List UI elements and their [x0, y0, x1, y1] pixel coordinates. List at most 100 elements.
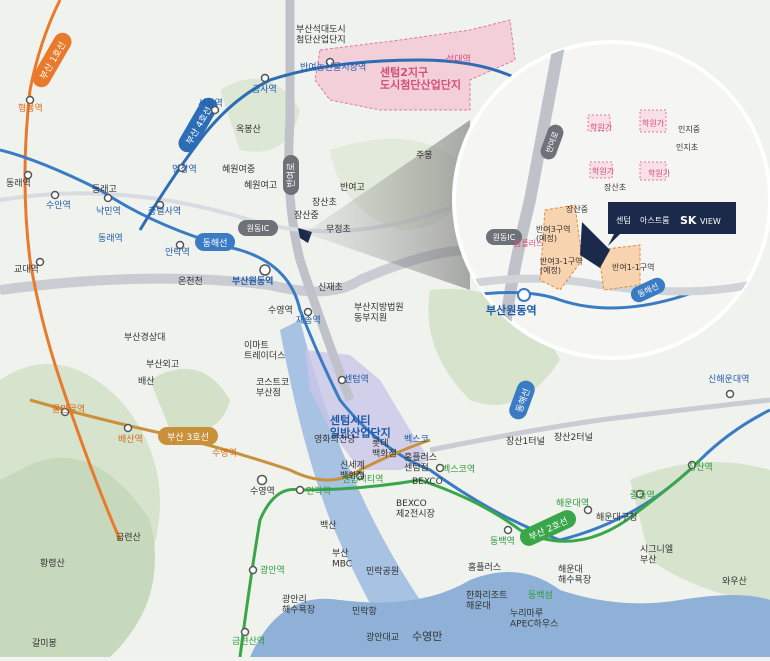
label-bexco-k: 벡스코 [404, 434, 429, 445]
inset-busan-wondong-label: 부산원동역 [486, 303, 537, 317]
inset-hakwon-label-1: 학원가 [590, 122, 613, 132]
centum-industrial-district [305, 350, 430, 470]
label-oksan: 옥봉산 [236, 124, 261, 135]
station-dot-centum-city[interactable] [355, 471, 365, 481]
station-dot-busan-wondong[interactable] [259, 264, 271, 276]
station-dot-sinhaeundae[interactable] [725, 389, 735, 399]
inset-site[interactable] [580, 222, 610, 268]
inset-hakwon-3 [589, 161, 613, 179]
label-chungryeol: 충렬사역 [148, 206, 181, 217]
inset-zone31-label: 반여3-1구역(예정) [540, 256, 583, 275]
road-jangsan [429, 397, 770, 453]
green-area-oksan [220, 78, 300, 152]
station-dot-myeongjang[interactable] [177, 163, 187, 173]
label-wausan: 와우산 [722, 575, 747, 587]
station-dot-hyeongnyeong[interactable] [25, 95, 35, 105]
green-area-geumnyeon [0, 457, 155, 657]
line3-badge[interactable]: 부산 3호선 [158, 427, 218, 445]
station-dot-suan[interactable] [50, 190, 60, 200]
donghae-badge-2[interactable]: 동해선 [507, 378, 538, 422]
label-minlak-park: 민락공원 [366, 565, 399, 577]
inset-hakwon-label-2: 학원가 [642, 118, 665, 128]
label-jungdong: 중동역 [630, 490, 655, 501]
station-dot-allak[interactable] [175, 240, 185, 250]
station-dot-dongbaek[interactable] [503, 525, 513, 535]
label-jangsanjung: 장산중 [294, 210, 319, 221]
station-dot-dongnae[interactable] [23, 170, 33, 180]
donghae-badge[interactable]: 동해선 [195, 233, 235, 251]
inset-jangsan-el: 장산초 [604, 182, 626, 192]
label-centum-city: 센텀시티역 [342, 473, 383, 485]
label-hyewon-yeogo: 혜원여고 [244, 179, 277, 191]
station-dot-nakmin[interactable] [103, 193, 113, 203]
label-geumnyeonsan: 금련산역 [232, 636, 265, 647]
station-dot-gwangan[interactable] [248, 565, 258, 575]
inset-hakwon-4 [639, 161, 667, 181]
label-allak: 안락역 [165, 246, 190, 258]
green-area-baesan [150, 368, 230, 432]
label-geumnyeonsan-mt: 금련산 [116, 532, 141, 543]
label-minlakhang: 민락항 [352, 605, 377, 617]
label-nakmin: 낙민역 [96, 206, 121, 217]
station-dot-geumnyeonsan[interactable] [240, 627, 250, 637]
label-gwangan-bridge: 광안대교 [366, 631, 399, 643]
inset-hakwon-label-4: 학원가 [648, 168, 671, 178]
label-oncheoncheon: 온천천 [178, 276, 203, 287]
banner-sk: SK [680, 214, 697, 227]
station-dot-chungryeol[interactable] [155, 200, 165, 210]
label-busan-oego: 부산외고 [146, 358, 179, 370]
station-dot-baesan[interactable] [123, 423, 133, 433]
station-dot-bexco[interactable] [435, 463, 445, 473]
label-haeundaegu-office: 해운대구청 [596, 512, 637, 523]
station-dot-seodong[interactable] [210, 105, 220, 115]
inset-zone11-label: 반여1-1구역 [612, 262, 655, 272]
inset-jangsan-mid: 장산중 [566, 204, 588, 214]
label-mulmangol: 물만골역 [52, 404, 85, 415]
inset-station-dot[interactable] [517, 288, 531, 302]
station-dot-jungdong[interactable] [635, 489, 645, 499]
station-dot-haeundae[interactable] [583, 505, 593, 515]
label-dongnae: 동래역 [6, 178, 31, 189]
sk-view-banner-pointer [608, 234, 620, 246]
wondong-ic-badge: 원동IC [238, 220, 278, 236]
station-dot-banyeo-market[interactable] [325, 57, 335, 67]
station-dot-geumsa[interactable] [260, 73, 270, 83]
inset-wondong-ic: 원동IC [486, 229, 522, 245]
label-mujeongcho: 무정초 [326, 224, 351, 235]
label-suan: 수안역 [46, 200, 71, 211]
label-banyeo-market: 반여농산물시장역 [300, 61, 366, 73]
magnify-cone [305, 120, 470, 290]
wondong-ic-label: 원동IC [247, 224, 270, 233]
suyeong-river [280, 320, 470, 657]
station-dot-minlak[interactable] [295, 485, 305, 495]
label-centum: 센텀역 [344, 373, 369, 385]
label-bexco: 벡스코역 [442, 464, 475, 475]
label-yeonghwa: 영화의전당 [314, 434, 355, 445]
station-dot-jangsan[interactable] [687, 460, 697, 470]
sk-view-banner: 센텀 아스트룸 SK VIEW [608, 202, 736, 246]
inset-road [494, 42, 566, 358]
label-hyewon-yeojung: 혜원여중 [222, 163, 255, 175]
label-haeundae: 해운대역 [556, 498, 589, 509]
inset-zone3 [539, 204, 583, 291]
station-dot-mulmangol[interactable] [60, 407, 70, 417]
inset-zone3-label: 반여3구역(예정) [536, 224, 571, 243]
station-dot-gyodae[interactable] [35, 257, 45, 267]
station-dot-centum[interactable] [337, 375, 347, 385]
station-dot-jaesong[interactable] [303, 307, 313, 317]
station-dot-suyeong[interactable] [256, 474, 268, 486]
label-bexco-en: BEXCO [412, 477, 443, 487]
